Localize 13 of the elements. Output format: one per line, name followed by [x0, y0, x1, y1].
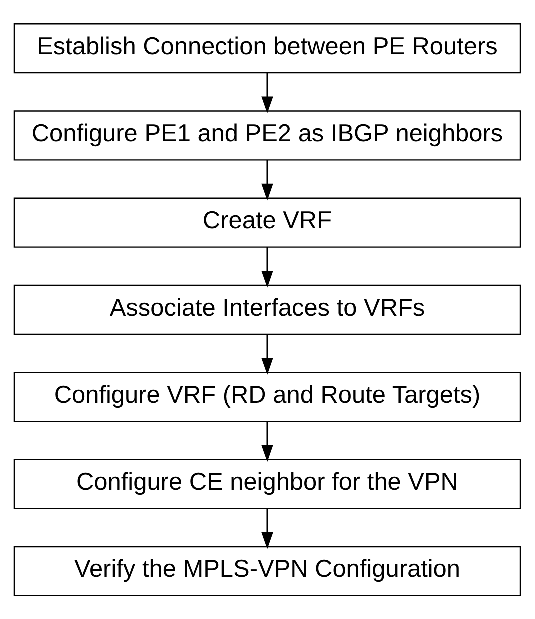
- arrow: [262, 421, 274, 462]
- node-box: Configure VRF (RD and Route Targets): [14, 372, 522, 422]
- arrow: [262, 72, 274, 114]
- arrow: [262, 334, 274, 374]
- arrow: [262, 508, 274, 549]
- arrow: [262, 160, 274, 200]
- node-box: Configure CE neighbor for the VPN: [14, 458, 522, 509]
- node-box: Verify the MPLS-VPN Configuration: [14, 546, 522, 596]
- arrow: [262, 246, 274, 288]
- node-box: Configure PE1 and PE2 as IBGP neighbors: [14, 110, 522, 160]
- node-box: Create VRF: [14, 197, 522, 248]
- node-box: Associate Interfaces to VRFs: [14, 284, 522, 335]
- node-box: Establish Connection between PE Routers: [14, 23, 522, 74]
